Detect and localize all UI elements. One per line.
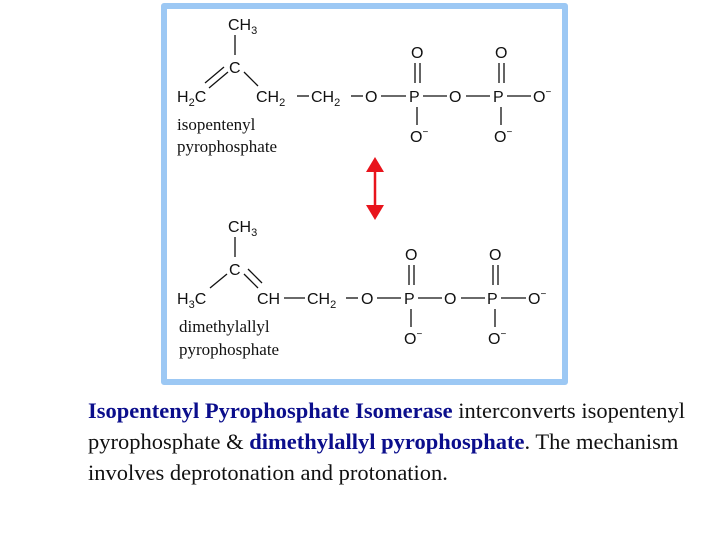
- atom-o-bridge: O: [365, 89, 377, 106]
- atom-o-anhydride: O: [449, 89, 461, 106]
- product-name: dimethylallyl pyrophosphate: [249, 429, 525, 454]
- atom-o-minus-2: O−: [488, 329, 506, 348]
- atom-ch2-b: CH2: [311, 89, 340, 109]
- atom-ch3: CH3: [228, 17, 257, 37]
- atom-p1: P: [404, 291, 415, 308]
- atom-h2c: H2C: [177, 89, 206, 109]
- double-headed-arrow-icon: [366, 157, 384, 220]
- molecule-label-line1: dimethylallyl: [179, 317, 270, 336]
- atom-o-double-1: O: [405, 247, 417, 264]
- atom-o-terminal: O−: [528, 289, 546, 308]
- atom-ch3: CH3: [228, 219, 257, 239]
- diagram-frame: [161, 3, 568, 385]
- atom-ch2: CH2: [307, 291, 336, 311]
- atom-o-minus-2: O−: [494, 127, 512, 146]
- atom-o-bridge: O: [361, 291, 373, 308]
- atom-o-minus-1: O−: [404, 329, 422, 348]
- reaction-diagram: CH3 C H2C CH2 CH2 O P O P O− O O− O O− i…: [177, 17, 551, 359]
- atom-o-double-2: O: [489, 247, 501, 264]
- atom-o-double-1: O: [411, 45, 423, 62]
- atom-o-double-2: O: [495, 45, 507, 62]
- atom-c: C: [229, 262, 241, 279]
- caption-paragraph: Isopentenyl Pyrophosphate Isomerase inte…: [88, 395, 688, 488]
- atom-p2: P: [493, 89, 504, 106]
- caption-text-2: . The mechanism involves deprotonation a…: [88, 429, 679, 485]
- enzyme-name: Isopentenyl Pyrophosphate Isomerase: [88, 398, 453, 423]
- molecule-label-line2: pyrophosphate: [177, 137, 277, 156]
- molecule-label-line2: pyrophosphate: [179, 340, 279, 359]
- atom-p2: P: [487, 291, 498, 308]
- atom-ch2-a: CH2: [256, 89, 285, 109]
- atom-p1: P: [409, 89, 420, 106]
- isopentenyl-pyrophosphate-structure: CH3 C H2C CH2 CH2 O P O P O− O O− O O− i…: [177, 17, 551, 156]
- atom-o-terminal: O−: [533, 87, 551, 106]
- caption-text-1: interconverts isopentenyl pyrophosphate …: [88, 398, 686, 454]
- dimethylallyl-pyrophosphate-structure: CH3 C H3C CH CH2 O P O P O− O O− O O− di…: [177, 219, 546, 359]
- atom-ch: CH: [257, 291, 280, 308]
- atom-o-minus-1: O−: [410, 127, 428, 146]
- atom-h3c: H3C: [177, 291, 206, 311]
- molecule-label-line1: isopentenyl: [177, 115, 256, 134]
- atom-c: C: [229, 60, 241, 77]
- atom-o-anhydride: O: [444, 291, 456, 308]
